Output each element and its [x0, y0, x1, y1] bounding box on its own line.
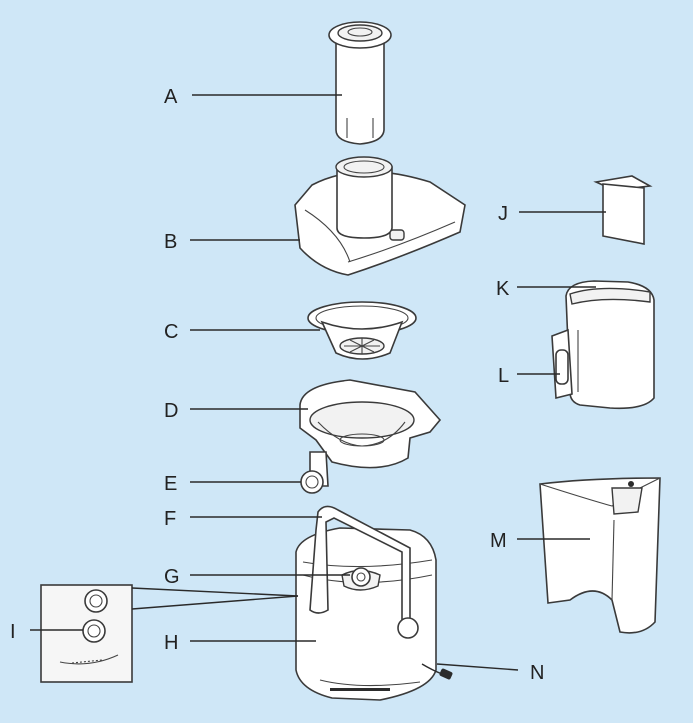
pulp-container-lid [593, 175, 653, 245]
label-n: N [530, 662, 544, 684]
leader-line-n [436, 663, 519, 671]
label-f: F [164, 508, 176, 530]
pulp-container [551, 280, 655, 410]
juice-collector [299, 379, 442, 487]
power-cord [421, 663, 453, 680]
label-j: J [498, 203, 508, 225]
label-b: B [164, 231, 177, 253]
food-pusher [328, 21, 392, 145]
juicer-lid [294, 156, 466, 276]
spout-ring [300, 470, 324, 494]
label-i: I [10, 621, 16, 643]
motor-base [295, 505, 437, 701]
label-l: L [498, 365, 509, 387]
label-c: C [164, 321, 178, 343]
label-e: E [164, 473, 177, 495]
label-a: A [164, 86, 178, 108]
label-h: H [164, 632, 178, 654]
label-m: M [490, 530, 507, 552]
label-g: G [164, 566, 180, 588]
label-d: D [164, 400, 178, 422]
juice-jug [539, 477, 661, 634]
speed-control-inset [40, 584, 299, 683]
filter-basket [307, 301, 417, 360]
label-k: K [496, 278, 510, 300]
